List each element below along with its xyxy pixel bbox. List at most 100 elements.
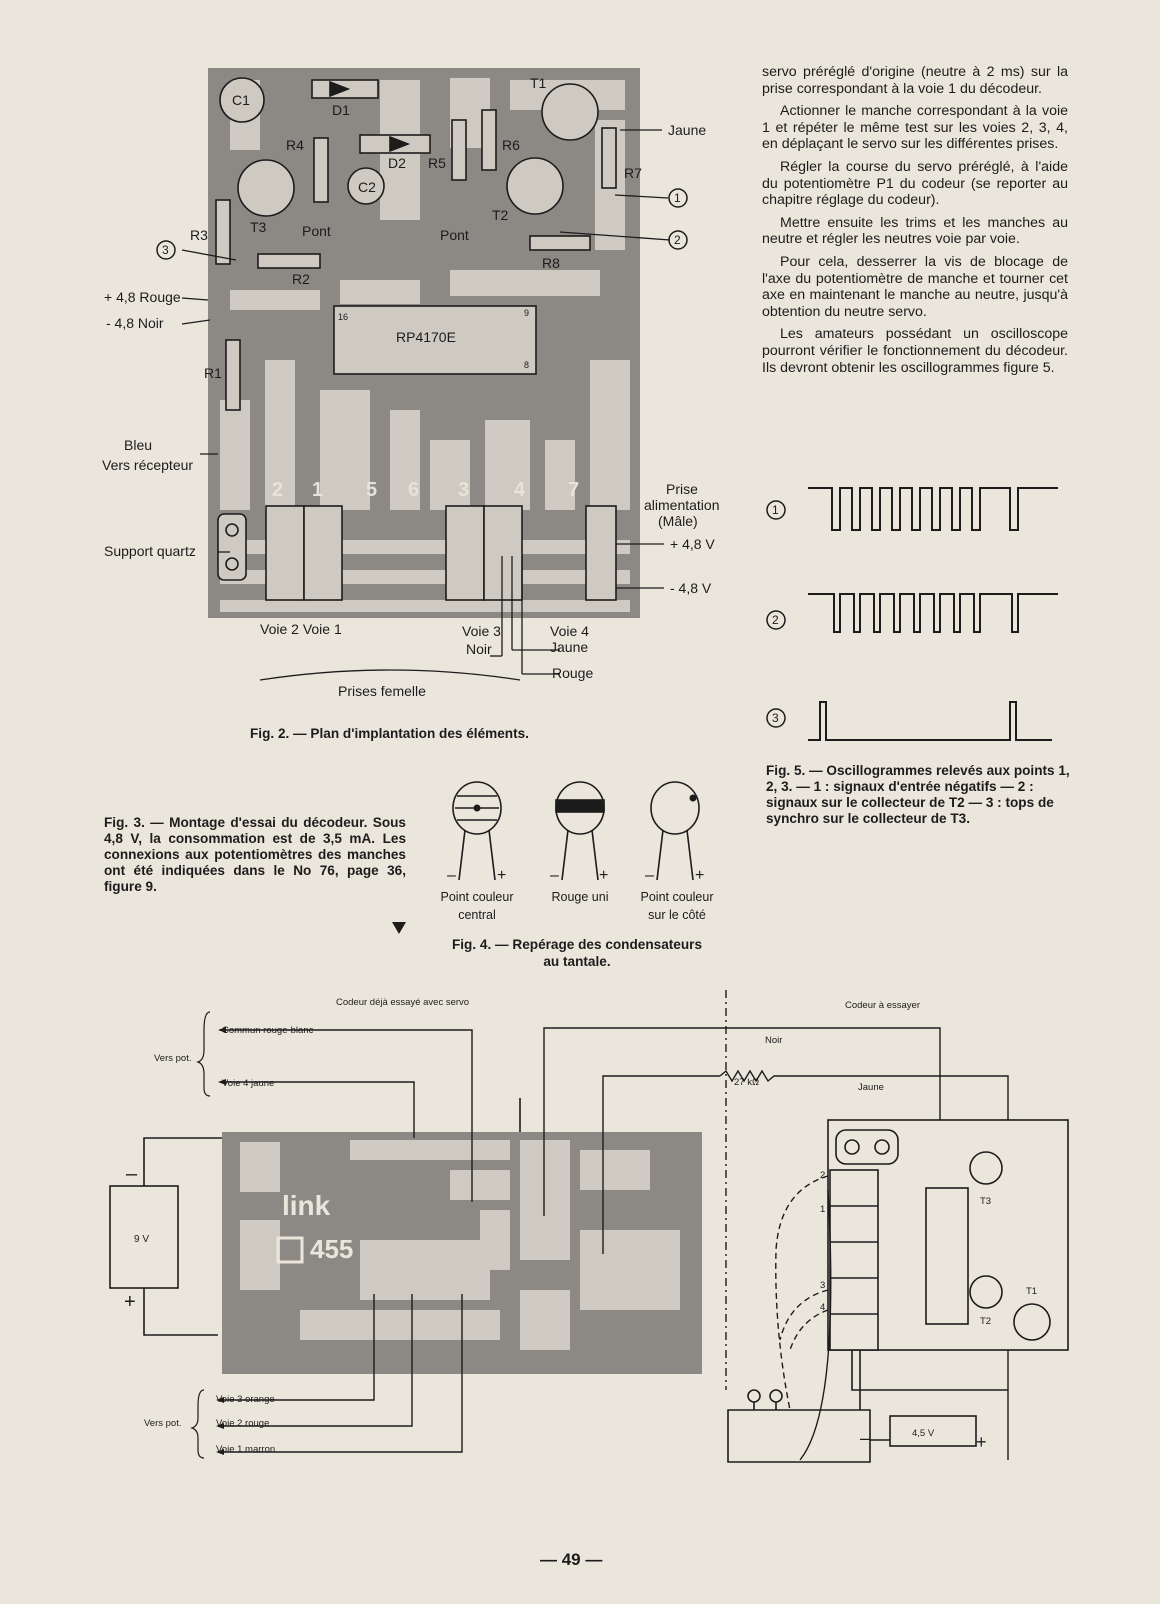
pin-3: 3 [820, 1280, 825, 1291]
ic-pin-16: 16 [338, 312, 348, 322]
connector-number: 3 [458, 479, 469, 501]
osc-point-3: 3 [772, 711, 779, 725]
label-minus48v: - 4,8 V [670, 580, 712, 596]
fig4-caption-line2: au tantale. [543, 954, 611, 969]
svg-text:–: – [550, 867, 559, 884]
label-r1: R1 [204, 365, 222, 381]
label-r8: R8 [542, 255, 560, 271]
svg-text:+: + [124, 1291, 136, 1313]
pcb-model: 455 [310, 1234, 353, 1264]
label-male: (Mâle) [658, 513, 698, 529]
fig3-caption: Fig. 3. — Montage d'essai du décodeur. S… [104, 815, 406, 894]
label-voie1-marron: Voie 1 marron [216, 1444, 275, 1455]
label-jaune: Jaune [858, 1082, 884, 1093]
osc-point-1: 1 [772, 503, 779, 517]
label-c1: C1 [232, 92, 250, 108]
connector-number: 6 [408, 479, 419, 501]
cap-label-3b: sur le côté [648, 908, 706, 922]
label-t3: T3 [250, 219, 267, 235]
fig4-capacitors: –+ –+ –+ Point couleur central Rouge uni… [441, 781, 713, 922]
osc-point-2: 2 [772, 613, 779, 627]
pcb-brand: link [282, 1190, 331, 1221]
fig3-test-setup: Codeur déjà essayé avec servo Codeur à e… [109, 990, 1069, 1463]
connector-number: 5 [366, 479, 377, 501]
label-minus48-noir: - 4,8 Noir [106, 315, 164, 331]
label-voie4: Voie 4 [550, 623, 589, 639]
article-text-column: servo préréglé d'origine (neutre à 2 ms)… [762, 64, 1068, 382]
ic-label: RP4170E [396, 329, 456, 345]
svg-text:–: – [126, 1163, 138, 1185]
ic-pin-9: 9 [524, 308, 529, 318]
svg-text:+: + [497, 867, 506, 884]
vers-pot-bottom: Vers pot. [144, 1418, 182, 1429]
label-jaune: Jaune [668, 122, 706, 138]
label-t2: T2 [492, 207, 509, 223]
fig5-caption: Fig. 5. — Oscillogrammes relevés aux poi… [766, 763, 1070, 826]
point-3: 3 [162, 243, 169, 257]
label-voie2-rouge: Voie 2 rouge [216, 1418, 269, 1429]
label-plus48-rouge: + 4,8 Rouge [104, 289, 181, 305]
connector-number: 1 [312, 479, 323, 501]
label-pont-right: Pont [440, 227, 469, 243]
label-t2: T2 [980, 1316, 991, 1327]
fig4-caption-line1: Fig. 4. — Repérage des condensateurs [451, 937, 703, 952]
label-pont-left: Pont [302, 223, 331, 239]
svg-text:–: – [447, 867, 456, 884]
pointer-triangle [392, 922, 406, 934]
label-jaune2: Jaune [550, 639, 588, 655]
label-27k: 27 kΩ [734, 1077, 759, 1088]
connector-number: 2 [272, 479, 283, 501]
fig2-pcb-layout: C1 D1 R4 D2 R5 R6 T1 C2 T3 R3 R2 R1 T2 R… [102, 68, 720, 699]
oscillogram-3 [808, 701, 1052, 741]
paragraph: Les amateurs possédant un oscilloscope p… [762, 326, 1068, 376]
svg-text:–: – [645, 867, 654, 884]
label-support-quartz: Support quartz [104, 543, 196, 559]
label-t1: T1 [1026, 1286, 1037, 1297]
svg-text:+: + [599, 867, 608, 884]
connector-number: 7 [568, 479, 579, 501]
label-plus48v: + 4,8 V [670, 536, 715, 552]
pin-2: 2 [820, 1170, 825, 1181]
label-bleu: Bleu [124, 437, 152, 453]
paragraph: Régler la course du servo préréglé, à l'… [762, 158, 1068, 209]
point-2: 2 [674, 233, 681, 247]
cap-label-2a: Rouge uni [552, 890, 609, 904]
label-r2: R2 [292, 271, 310, 287]
label-t1: T1 [530, 75, 547, 91]
label-c2: C2 [358, 179, 376, 195]
label-rouge: Rouge [552, 665, 593, 681]
label-r7: R7 [624, 165, 642, 181]
label-t3: T3 [980, 1196, 991, 1207]
label-r6: R6 [502, 137, 520, 153]
paragraph: servo préréglé d'origine (neutre à 2 ms)… [762, 64, 1068, 97]
label-voie2-voie1: Voie 2 Voie 1 [260, 621, 342, 637]
pin-4: 4 [820, 1302, 825, 1313]
label-r3: R3 [190, 227, 208, 243]
vers-pot-top: Vers pot. [154, 1053, 192, 1064]
fig5-oscillograms: 1 2 3 [766, 487, 1058, 741]
label-r5: R5 [428, 155, 446, 171]
label-d1: D1 [332, 102, 350, 118]
connector-number: 4 [514, 479, 526, 501]
point-1: 1 [674, 191, 681, 205]
label-prises-femelle: Prises femelle [338, 683, 426, 699]
cap-label-1b: central [458, 908, 496, 922]
label-alimentation: alimentation [644, 497, 720, 513]
paragraph: Mettre ensuite les trims et les manches … [762, 214, 1068, 248]
label-r4: R4 [286, 137, 304, 153]
label-vers-recepteur: Vers récepteur [102, 457, 193, 473]
label-noir: Noir [765, 1035, 782, 1046]
battery-45v: 4,5 V [912, 1428, 935, 1439]
battery-9v: 9 V [134, 1234, 149, 1245]
label-d2: D2 [388, 155, 406, 171]
fig2-caption: Fig. 2. — Plan d'implantation des élémen… [250, 726, 529, 741]
left-title: Codeur déjà essayé avec servo [336, 997, 469, 1008]
page-number: — 49 — [540, 1550, 603, 1569]
pin-1: 1 [820, 1204, 825, 1215]
cap-label-1a: Point couleur [441, 890, 514, 904]
right-title: Codeur à essayer [845, 1000, 920, 1011]
svg-text:–: – [860, 1428, 870, 1448]
paragraph: Pour cela, desserrer la vis de blocage d… [762, 253, 1068, 320]
svg-text:+: + [976, 1432, 987, 1452]
label-noir: Noir [466, 641, 492, 657]
